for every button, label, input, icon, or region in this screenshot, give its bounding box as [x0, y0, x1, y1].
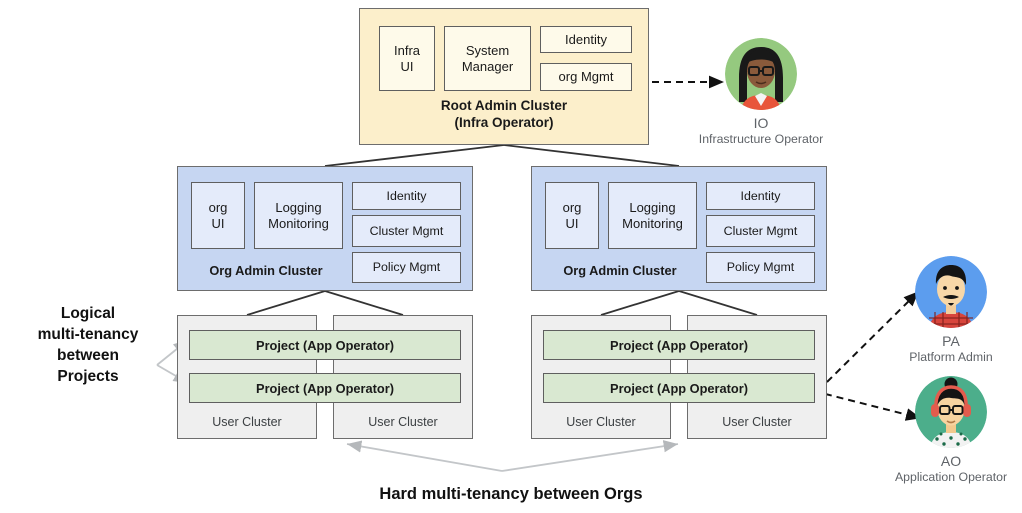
persona-platform-admin: PA Platform Admin: [876, 256, 1022, 364]
logical-label-line3: between: [56, 347, 119, 364]
project-label: Project (App Operator): [610, 337, 748, 353]
module-identity-label: Identity: [565, 31, 607, 47]
org-admin-cluster-left-title: Org Admin Cluster: [209, 263, 323, 278]
persona-role: Application Operator: [894, 470, 1008, 484]
user-cluster-label: User Cluster: [566, 415, 636, 429]
logical-label-line2: multi-tenancy: [37, 326, 139, 343]
persona-role: Platform Admin: [909, 350, 993, 364]
module-policy-mgmt-label: Policy Mgmt: [726, 260, 795, 274]
persona-application-operator: AO Application Operator: [876, 376, 1022, 484]
module-org-ui-line1: org: [562, 199, 582, 215]
hard-multitenancy-label: Hard multi-tenancy between Orgs: [379, 485, 643, 503]
module-identity[interactable]: Identity: [706, 182, 815, 210]
module-identity-label: Identity: [740, 188, 781, 203]
user-cluster-group-left: User Cluster User Cluster Project (App O…: [177, 315, 473, 439]
persona-code: PA: [942, 333, 960, 349]
module-system-manager-line2: Manager: [461, 58, 514, 74]
user-cluster-label: User Cluster: [722, 415, 792, 429]
project-app-operator[interactable]: Project (App Operator): [543, 373, 815, 403]
module-org-ui-line1: org: [208, 199, 228, 215]
user-cluster-group-right: User Cluster User Cluster Project (App O…: [531, 315, 827, 439]
module-org-ui[interactable]: org UI: [191, 182, 245, 249]
logical-multitenancy-label: Logical multi-tenancy between Projects: [18, 303, 158, 387]
module-identity-label: Identity: [386, 188, 427, 203]
avatar-ao: [915, 376, 987, 448]
module-identity[interactable]: Identity: [540, 26, 632, 53]
module-logging-line1: Logging: [629, 199, 676, 215]
persona-code: AO: [940, 453, 962, 469]
persona-code: IO: [753, 115, 769, 131]
module-cluster-mgmt[interactable]: Cluster Mgmt: [706, 215, 815, 247]
avatar-io: [725, 38, 797, 110]
root-admin-cluster-title-line2: (Infra Operator): [454, 115, 554, 130]
module-org-ui-line2: UI: [211, 215, 225, 231]
org-right-to-usercluster-connectors: [600, 290, 758, 316]
project-label: Project (App Operator): [610, 380, 748, 396]
module-infra-ui[interactable]: Infra UI: [379, 26, 435, 91]
module-cluster-mgmt-label: Cluster Mgmt: [723, 223, 798, 238]
user-cluster-label: User Cluster: [368, 415, 438, 429]
root-admin-cluster[interactable]: Infra UI System Manager Identity org Mgm…: [359, 8, 649, 145]
org-admin-cluster-left[interactable]: org UI Logging Monitoring Identity Clust…: [177, 166, 473, 291]
project-label: Project (App Operator): [256, 380, 394, 396]
module-logging-line2: Monitoring: [268, 215, 329, 231]
module-identity[interactable]: Identity: [352, 182, 461, 210]
module-org-mgmt-label: org Mgmt: [558, 69, 614, 84]
org-left-to-usercluster-connectors: [246, 290, 404, 316]
module-infra-ui-line2: UI: [400, 58, 414, 74]
module-org-ui-line2: UI: [565, 215, 579, 231]
root-admin-cluster-title-line1: Root Admin Cluster: [440, 98, 568, 113]
module-cluster-mgmt-label: Cluster Mgmt: [369, 223, 444, 238]
hard-multitenancy-arrow: [346, 440, 679, 472]
org-admin-cluster-right-title: Org Admin Cluster: [563, 263, 677, 278]
root-to-org-connectors: [324, 144, 680, 167]
module-logging-line1: Logging: [275, 199, 322, 215]
project-label: Project (App Operator): [256, 337, 394, 353]
project-app-operator[interactable]: Project (App Operator): [189, 330, 461, 360]
root-admin-cluster-title: Root Admin Cluster (Infra Operator): [360, 97, 648, 131]
persona-role: Infrastructure Operator: [698, 132, 824, 146]
module-logging-line2: Monitoring: [622, 215, 683, 231]
module-cluster-mgmt[interactable]: Cluster Mgmt: [352, 215, 461, 247]
module-system-manager-line1: System: [465, 42, 510, 58]
logical-label-line1: Logical: [60, 305, 116, 322]
project-app-operator[interactable]: Project (App Operator): [543, 330, 815, 360]
avatar-pa: [915, 256, 987, 328]
module-logging-monitoring[interactable]: Logging Monitoring: [608, 182, 697, 249]
project-app-operator[interactable]: Project (App Operator): [189, 373, 461, 403]
module-org-ui[interactable]: org UI: [545, 182, 599, 249]
module-policy-mgmt-label: Policy Mgmt: [372, 260, 441, 274]
module-org-mgmt[interactable]: org Mgmt: [540, 63, 632, 91]
logical-label-line4: Projects: [57, 368, 119, 385]
module-logging-monitoring[interactable]: Logging Monitoring: [254, 182, 343, 249]
org-admin-cluster-right[interactable]: org UI Logging Monitoring Identity Clust…: [531, 166, 827, 291]
module-system-manager[interactable]: System Manager: [444, 26, 531, 91]
module-policy-mgmt[interactable]: Policy Mgmt: [706, 252, 815, 283]
persona-infrastructure-operator: IO Infrastructure Operator: [686, 38, 836, 146]
module-policy-mgmt[interactable]: Policy Mgmt: [352, 252, 461, 283]
module-infra-ui-line1: Infra: [393, 42, 420, 58]
user-cluster-label: User Cluster: [212, 415, 282, 429]
